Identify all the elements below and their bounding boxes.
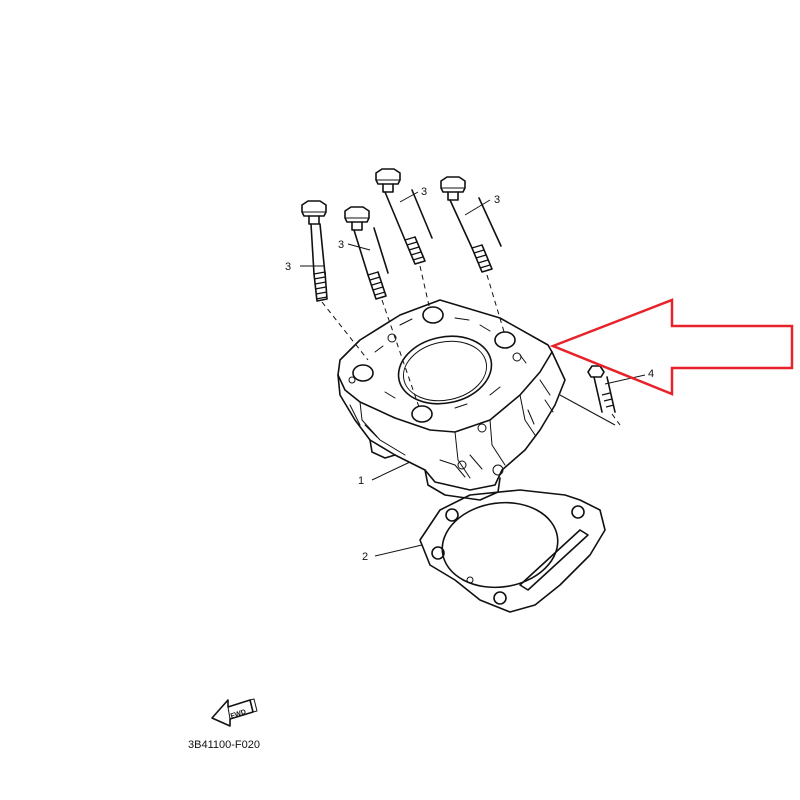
bolt-3-right: [440, 176, 506, 336]
callout-dowel-bolt: 4: [648, 368, 654, 380]
fwd-label: FWD: [230, 709, 247, 721]
callout-bolt-3-center-right: 3: [421, 186, 427, 198]
callout-bolt-3-left: 3: [285, 261, 291, 273]
callout-gasket: 2: [362, 551, 368, 563]
callout-labels: 3 3 3 3 1 2 4: [285, 186, 654, 563]
highlight-arrow-icon: [549, 298, 794, 396]
bolt-3-center-right: [375, 168, 433, 311]
bolt-3-center-left: [344, 206, 421, 411]
bolt-3-left: [301, 200, 369, 361]
bolt-4: [559, 365, 621, 426]
drawing-code: 3B41100-F020: [188, 739, 260, 751]
callout-cylinder: 1: [358, 475, 364, 487]
cylinder-gasket: [419, 489, 606, 613]
callout-bolt-3-center-left: 3: [338, 239, 344, 251]
callout-bolt-3-right: 3: [494, 194, 500, 206]
cylinder-block: [337, 299, 566, 501]
fwd-arrow-icon: FWD: [211, 698, 258, 727]
